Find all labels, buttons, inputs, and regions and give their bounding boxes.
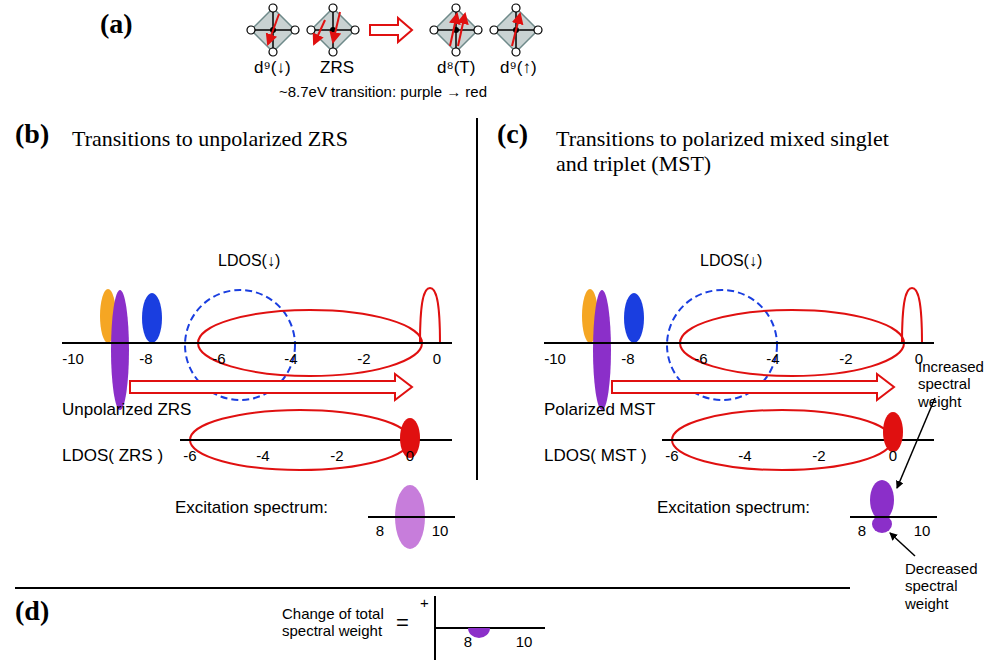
panel-letter: (b) [15,118,49,150]
tick-label: 10 [914,522,931,539]
row-label: Unpolarized ZRS [62,400,191,420]
axis-title: LDOS( ZRS ) [62,446,163,466]
panel-letter: (d) [15,595,49,627]
tick-label: -2 [839,350,852,367]
state-label: d⁹(↑) [500,58,537,78]
tick-label: -2 [812,447,825,464]
state-label: d⁹(↓) [254,58,291,78]
panel-d-illustration [435,596,545,660]
tick-label: 8 [464,633,472,650]
equals-sign: = [396,610,409,635]
tick-label: 0 [406,447,414,464]
tick-label: 8 [376,522,384,539]
panel-letter: (c) [497,118,528,150]
callout-note: Increased spectral weight [918,358,994,410]
tick-label: -4 [284,350,297,367]
tick-label: -4 [766,350,779,367]
transition-note: ~8.7eV transition: purple → red [279,83,487,100]
tick-label: -6 [665,447,678,464]
row-label: Polarized MST [544,400,655,420]
tick-label: -2 [357,350,370,367]
panel-letter: (a) [100,8,133,40]
state-label: ZRS [320,58,354,78]
panel-c-illustration [544,288,937,556]
tick-label: -8 [621,350,634,367]
tick-label: -4 [256,447,269,464]
panel-title: Transitions to unpolarized ZRS [72,126,348,151]
row-label: Excitation spectrum: [657,498,810,518]
sign-label: + [420,594,429,611]
equation-text: Change of total spectral weight [282,605,392,640]
tick-label: 10 [432,522,449,539]
tick-label: -6 [183,447,196,464]
panel-divider [476,118,478,480]
panel-divider [15,587,850,589]
state-label: d⁸(T) [437,58,475,78]
row-label: Excitation spectrum: [175,498,328,518]
tick-label: 0 [433,350,441,367]
tick-label: -10 [544,350,566,367]
axis-title: LDOS(↓) [218,252,280,270]
panel-title: Transitions to polarized mixed singlet a… [556,126,896,177]
tick-label: 0 [889,447,897,464]
octahedra [247,4,542,56]
tick-label: -2 [330,447,343,464]
callout-note: Decreased spectral weight [905,560,985,612]
tick-label: 10 [516,633,533,650]
tick-label: -4 [738,447,751,464]
tick-label: -6 [212,350,225,367]
tick-label: -8 [139,350,152,367]
panel-b-illustration [62,288,455,549]
axis-title: LDOS(↓) [700,252,762,270]
tick-label: 8 [858,522,866,539]
tick-label: -10 [62,350,84,367]
tick-label: -6 [694,350,707,367]
axis-title: LDOS( MST ) [544,446,647,466]
